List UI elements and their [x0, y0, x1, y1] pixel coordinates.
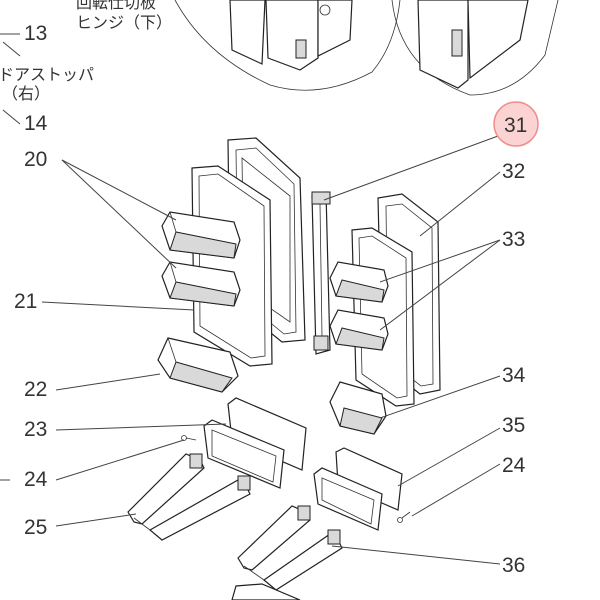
label-34: 34 [502, 364, 526, 387]
label-23: 23 [24, 418, 47, 441]
highlight-marker-31: 31 [493, 101, 539, 147]
note-door-stopper: ドアストッパ [0, 65, 94, 84]
drawer-right-35 [313, 447, 411, 531]
note-rotating-partition: 回転仕切板 [76, 0, 156, 12]
drawer-left-23 [181, 397, 307, 489]
leader-lines [0, 135, 501, 565]
label-13: 13 [24, 22, 47, 45]
detail-circle-right [391, 0, 559, 96]
label-21: 21 [14, 290, 37, 313]
note-door-stopper-right: （右） [2, 84, 50, 103]
right-door-assembly [329, 193, 441, 435]
label-31: 31 [504, 114, 527, 137]
rail-right-36 [237, 505, 343, 591]
label-24-left: 24 [24, 468, 48, 491]
label-20: 20 [24, 148, 47, 171]
label-25: 25 [24, 516, 47, 539]
detail-circle-left [174, 0, 401, 91]
label-32: 32 [502, 160, 525, 183]
partial-part-bottom [231, 583, 301, 600]
label-36: 36 [502, 554, 525, 577]
hinge-strip-31 [311, 191, 331, 355]
label-35: 35 [502, 414, 525, 437]
label-22: 22 [24, 378, 47, 401]
note-hinge-lower: ヒンジ（下） [76, 13, 172, 32]
rail-left-25 [127, 453, 251, 541]
label-24-right: 24 [502, 454, 526, 477]
left-door-assembly [157, 137, 306, 393]
label-33: 33 [502, 228, 525, 251]
label-14: 14 [24, 112, 48, 135]
